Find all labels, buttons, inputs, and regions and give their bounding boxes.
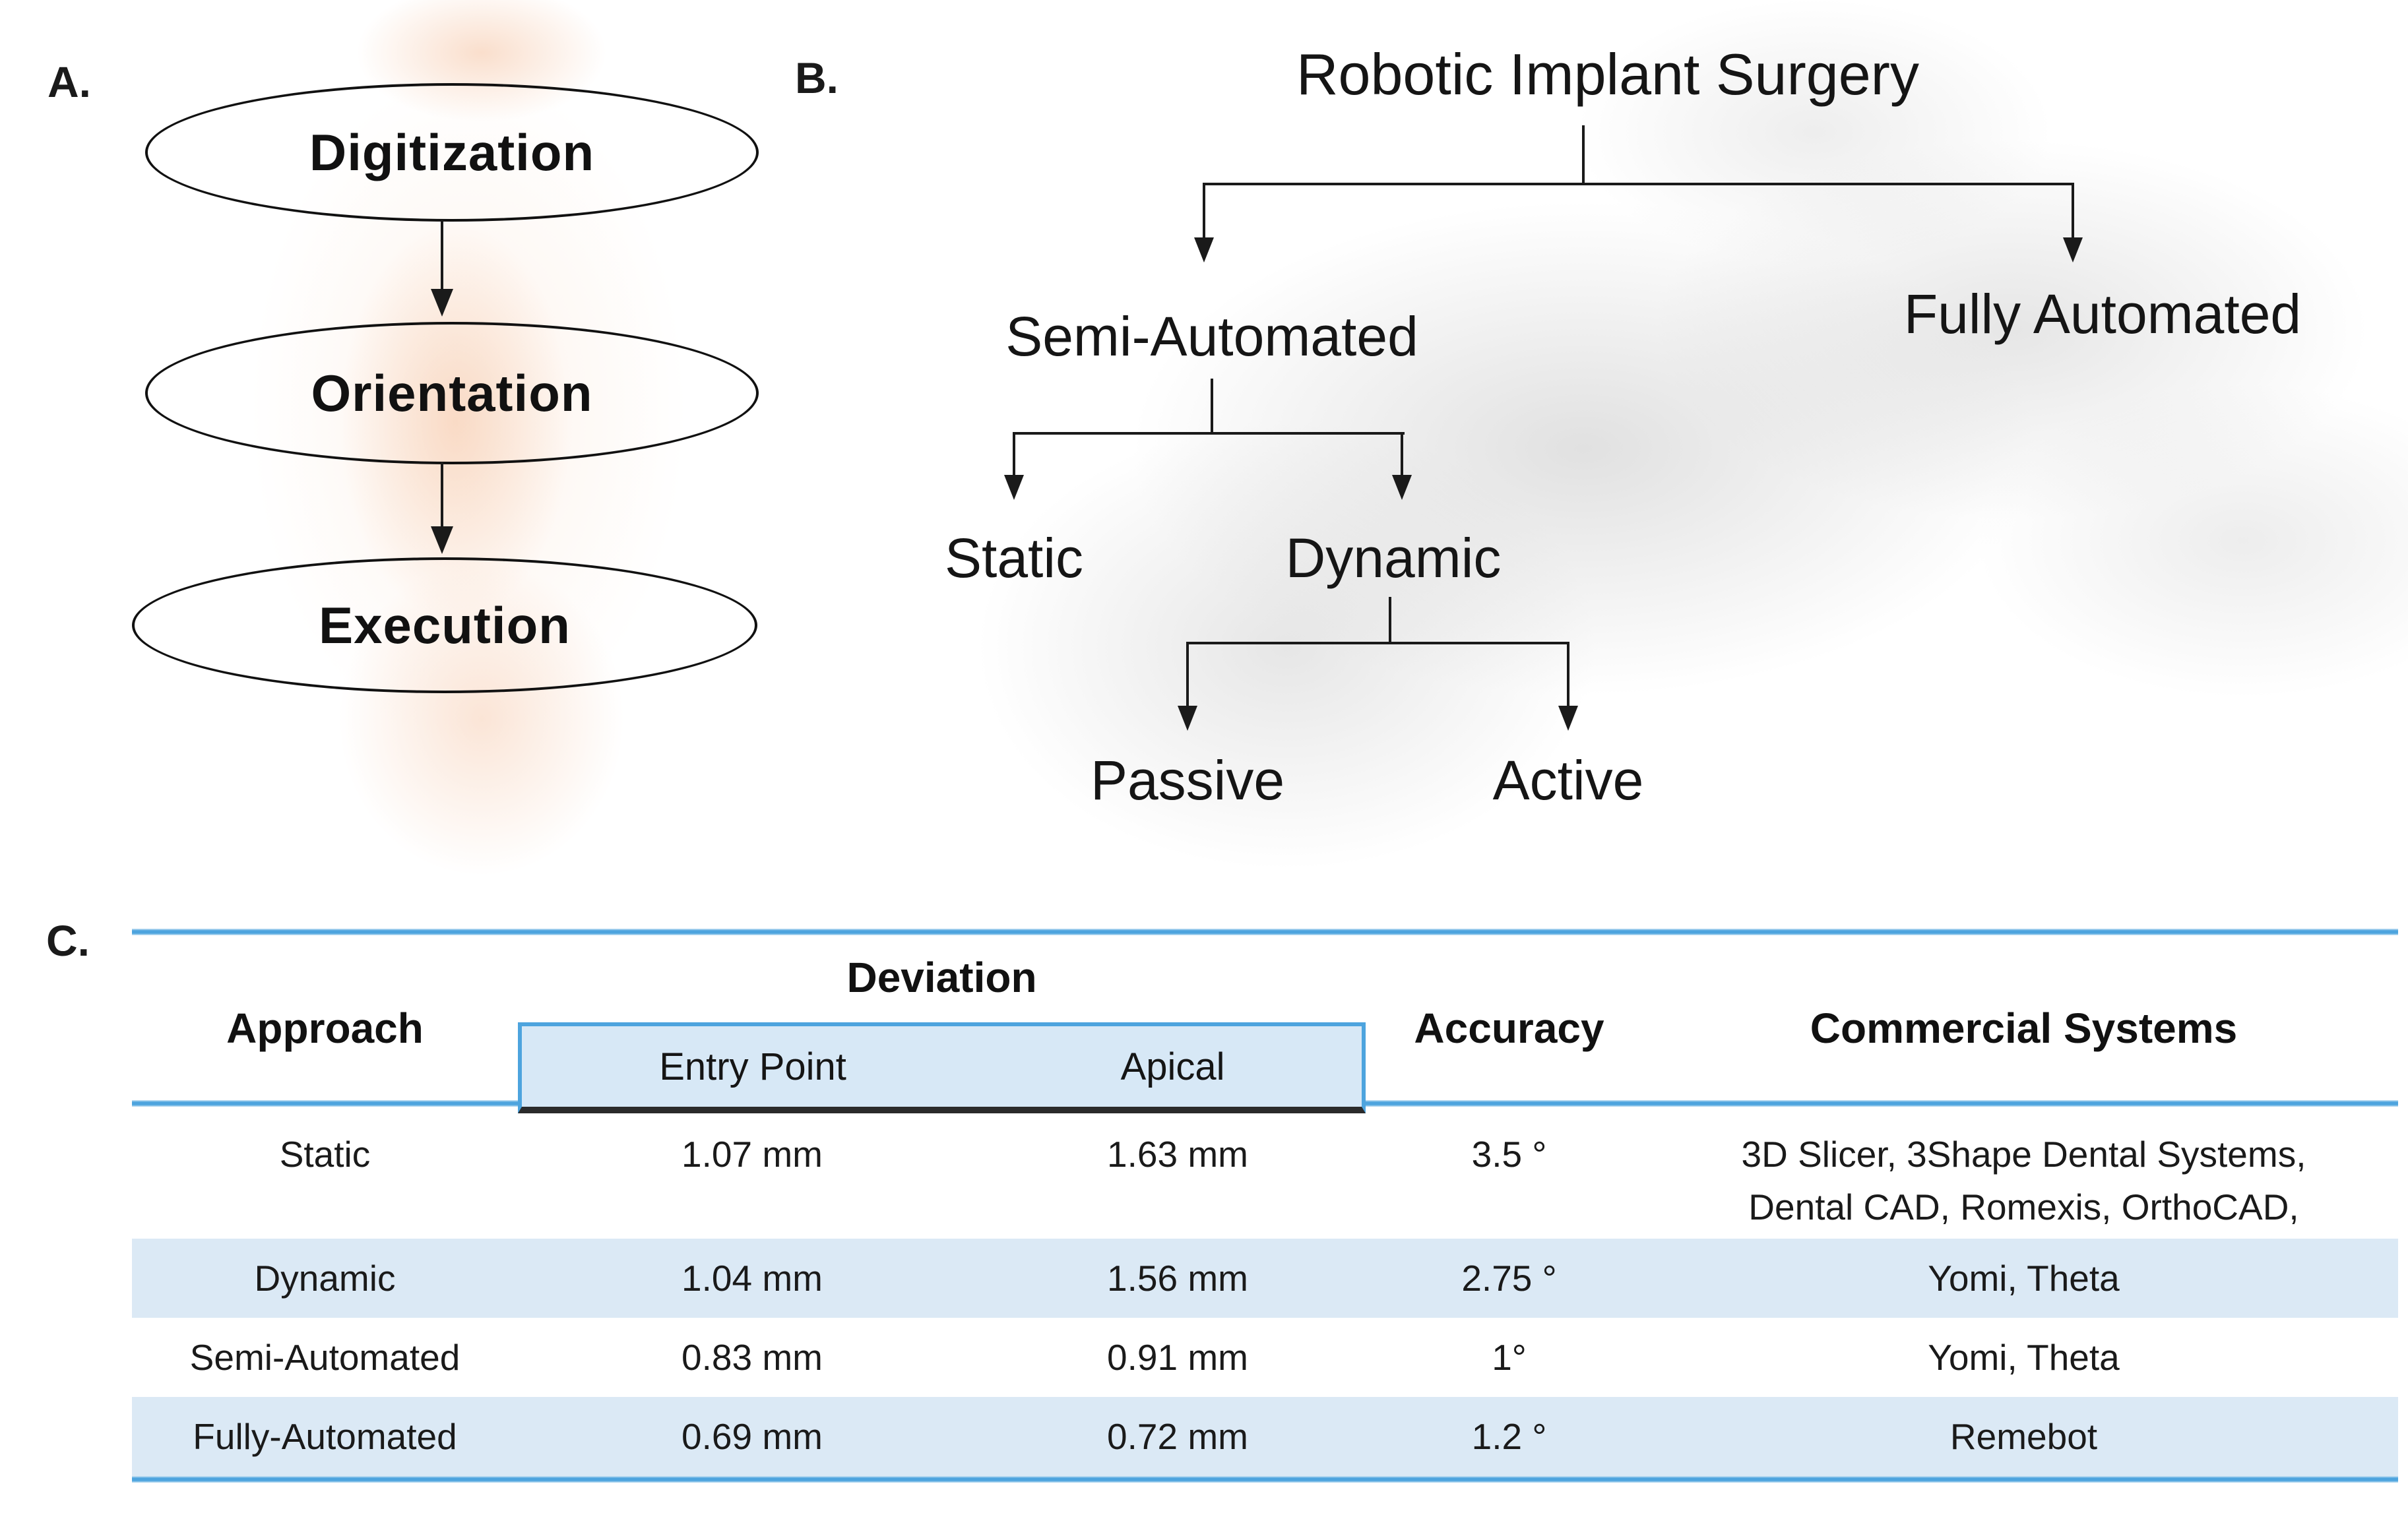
comparison-table: Deviation Approach Accuracy Commercial S… xyxy=(132,929,2398,1483)
tree-node-active: Active xyxy=(1492,749,1644,811)
table-header: Deviation Approach Accuracy Commercial S… xyxy=(132,935,2398,1113)
cell-commercial-systems: Yomi, Theta xyxy=(1928,1337,2120,1378)
column-header-commercial-systems: Commercial Systems xyxy=(1810,1005,2238,1052)
tree-node-fully-automated: Fully Automated xyxy=(1903,283,2302,345)
tree-node-passive: Passive xyxy=(1090,749,1285,811)
deviation-subheader-box: Entry Point Apical xyxy=(518,1022,1366,1113)
dynamic-stem xyxy=(1389,597,1391,643)
arrowhead-orientation-to-execution xyxy=(431,526,453,554)
flowchart-connector-2 xyxy=(441,462,443,528)
cell-entry-point: 1.04 mm xyxy=(681,1258,823,1299)
tree-root-branch-bar xyxy=(1204,183,2074,185)
arrowhead-static xyxy=(1004,475,1024,500)
cell-commercial-systems: 3D Slicer, 3Shape Dental Systems, Dental… xyxy=(1649,1107,2398,1239)
cell-commercial-systems: Yomi, Theta xyxy=(1928,1258,2120,1299)
flowchart-node-execution: Execution xyxy=(132,557,757,693)
tree-root-robotic-implant-surgery: Robotic Implant Surgery xyxy=(1296,42,1919,107)
tree-root-stem xyxy=(1582,125,1585,184)
arrowhead-dynamic xyxy=(1392,475,1412,500)
cell-approach: Semi-Automated xyxy=(189,1337,460,1378)
table-row-semi-automated: Semi-Automated 0.83 mm 0.91 mm 1° Yomi, … xyxy=(132,1318,2398,1397)
panel-c-label: C. xyxy=(46,916,90,965)
table-row-static: Static 1.07 mm 1.63 mm 3.5 ° 3D Slicer, … xyxy=(132,1107,2398,1239)
cell-accuracy: 3.5 ° xyxy=(1471,1134,1547,1175)
tree-branch-left-drop xyxy=(1203,183,1205,239)
cell-accuracy: 2.75 ° xyxy=(1461,1258,1557,1299)
cell-apical: 1.56 mm xyxy=(1107,1258,1248,1299)
flowchart-node-digitization-label: Digitization xyxy=(309,123,595,181)
cell-entry-point: 0.83 mm xyxy=(681,1337,823,1378)
column-header-approach: Approach xyxy=(226,1005,424,1052)
panel-a-label: A. xyxy=(48,57,91,106)
commercial-systems-line: Dental CAD, Romexis, OrthoCAD, xyxy=(1748,1187,2299,1227)
flowchart-connector-1 xyxy=(441,220,443,289)
cell-accuracy: 1° xyxy=(1492,1337,1527,1378)
arrowhead-digitization-to-orientation xyxy=(431,289,453,317)
flowchart-node-orientation-label: Orientation xyxy=(311,363,593,422)
arrowhead-passive xyxy=(1178,706,1197,731)
column-header-accuracy: Accuracy xyxy=(1414,1005,1604,1052)
semi-branch-bar xyxy=(1014,432,1405,435)
table-row-fully-automated: Fully-Automated 0.69 mm 0.72 mm 1.2 ° Re… xyxy=(132,1397,2398,1476)
tree-node-dynamic: Dynamic xyxy=(1285,527,1502,589)
arrowhead-active xyxy=(1558,706,1578,731)
flowchart-node-execution-label: Execution xyxy=(319,596,571,654)
dynamic-branch-bar xyxy=(1188,642,1569,644)
cell-entry-point: 0.69 mm xyxy=(681,1416,823,1457)
cell-apical: 1.63 mm xyxy=(1107,1134,1248,1175)
dynamic-drop xyxy=(1401,432,1403,477)
static-drop xyxy=(1013,432,1015,477)
cell-apical: 0.72 mm xyxy=(1107,1416,1248,1457)
cell-commercial-systems: Remebot xyxy=(1949,1416,2098,1457)
flowchart-node-digitization: Digitization xyxy=(145,83,759,222)
tree-node-static: Static xyxy=(944,527,1084,589)
flowchart-node-orientation: Orientation xyxy=(145,322,759,464)
panel-b-label: B. xyxy=(795,53,839,102)
panel-b-glow-background xyxy=(825,0,2408,976)
arrowhead-fully-automated xyxy=(2063,237,2083,263)
table-row-dynamic: Dynamic 1.04 mm 1.56 mm 2.75 ° Yomi, The… xyxy=(132,1239,2398,1318)
active-drop xyxy=(1567,642,1569,708)
tree-node-semi-automated: Semi-Automated xyxy=(1005,305,1418,367)
commercial-systems-line: 3D Slicer, 3Shape Dental Systems, xyxy=(1741,1134,2306,1175)
cell-approach: Static xyxy=(279,1134,371,1175)
cell-approach: Dynamic xyxy=(254,1258,396,1299)
cell-entry-point: 1.07 mm xyxy=(681,1134,823,1175)
arrowhead-semi-automated xyxy=(1194,237,1214,263)
tree-branch-right-drop xyxy=(2072,183,2074,239)
table-top-rule xyxy=(132,929,2398,935)
cell-approach: Fully-Automated xyxy=(193,1416,457,1457)
cell-apical: 0.91 mm xyxy=(1107,1337,1248,1378)
table-bottom-rule xyxy=(132,1476,2398,1483)
column-header-apical: Apical xyxy=(1120,1045,1225,1088)
column-header-deviation: Deviation xyxy=(846,954,1037,1001)
passive-drop xyxy=(1186,642,1189,708)
semi-stem xyxy=(1211,379,1213,433)
cell-accuracy: 1.2 ° xyxy=(1471,1416,1547,1457)
column-header-entry-point: Entry Point xyxy=(659,1045,846,1088)
